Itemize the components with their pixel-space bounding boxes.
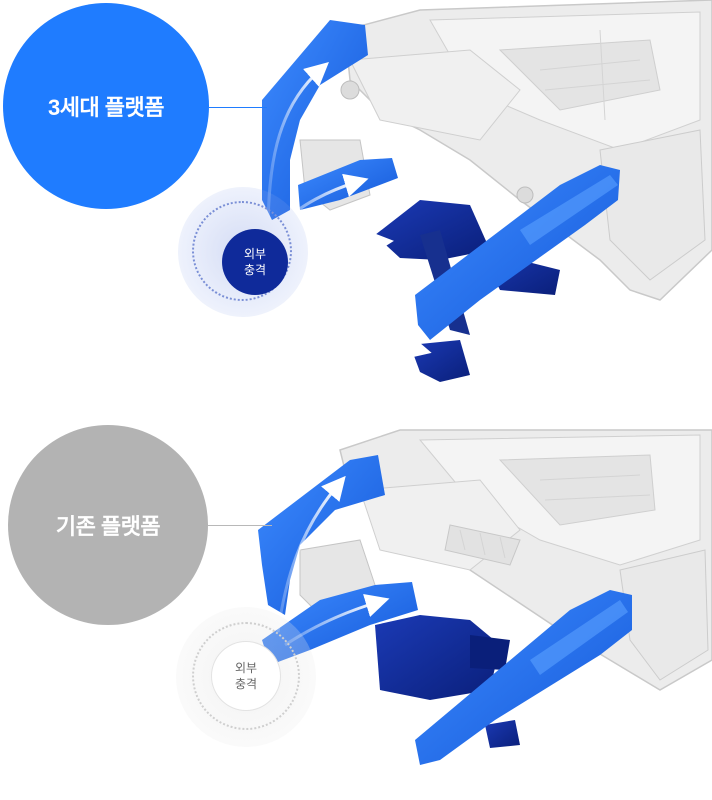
platform-label-circle: 기존 플랫폼 — [8, 425, 208, 625]
external-impact-marker: 외부 충격 — [212, 642, 280, 710]
impact-label-line2: 충격 — [234, 677, 258, 691]
impact-label-line1: 외부 — [243, 247, 267, 261]
platform-label: 3세대 플랫폼 — [47, 95, 165, 120]
old-platform-panel: 기존 플랫폼 외부 충격 — [0, 400, 712, 800]
front-subframe — [375, 615, 520, 748]
platform-label: 기존 플랫폼 — [55, 514, 161, 539]
impact-label-line2: 충격 — [243, 263, 267, 277]
impact-dotted-ring — [192, 622, 300, 730]
new-platform-panel: 3세대 플랫폼 외부 충격 — [3, 0, 712, 382]
label-leader-line — [208, 525, 272, 526]
label-leader-line — [209, 107, 267, 108]
new-platform-illustration — [262, 0, 712, 382]
impact-label-line1: 외부 — [234, 661, 258, 675]
external-impact-marker: 외부 충격 — [222, 229, 288, 295]
impact-dotted-ring — [192, 201, 292, 301]
old-platform-illustration — [258, 429, 712, 765]
force-arrows — [276, 475, 390, 647]
car-body-frame — [299, 0, 712, 301]
platform-label-circle: 3세대 플랫폼 — [3, 3, 209, 209]
